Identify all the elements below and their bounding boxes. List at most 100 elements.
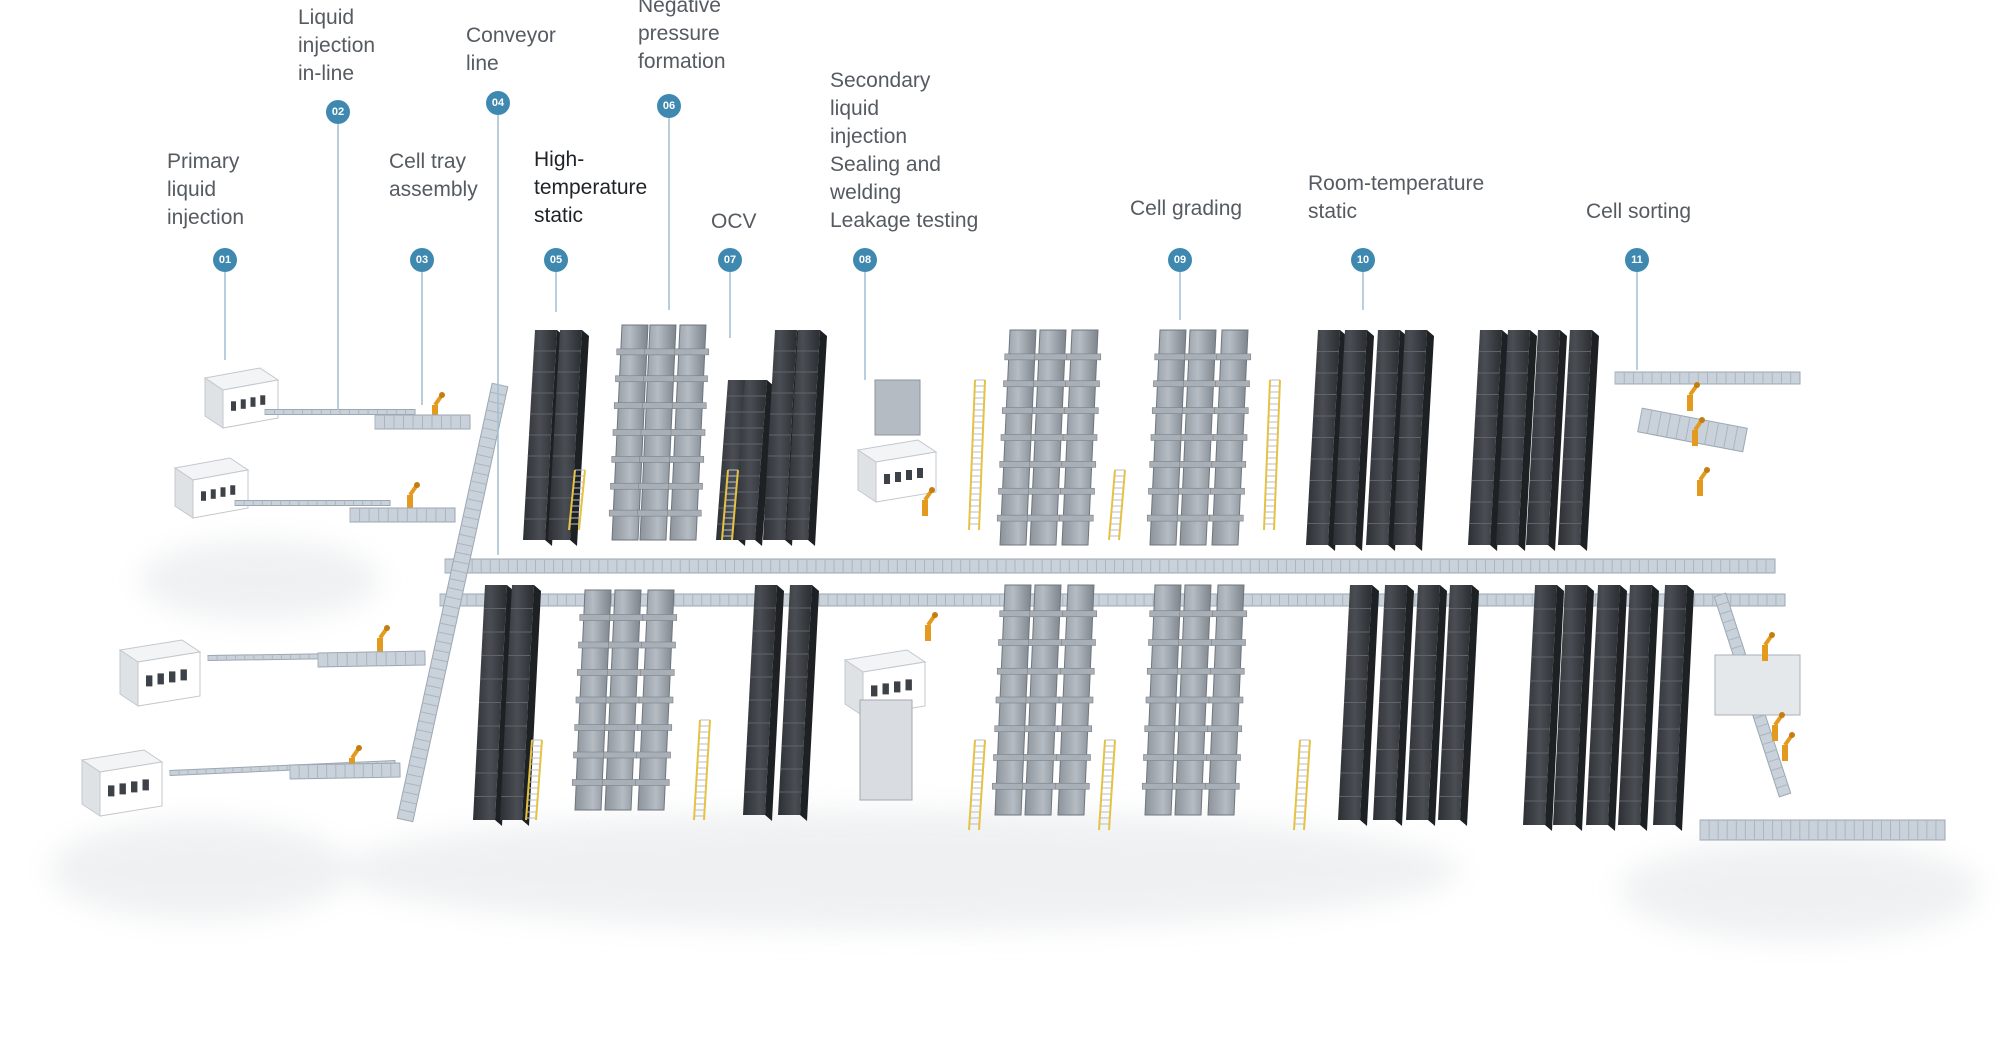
stack-tier <box>669 456 705 463</box>
conveyor-roller <box>466 498 483 503</box>
stack-tier <box>638 482 673 490</box>
stack-tier <box>1173 754 1208 761</box>
stack-tier <box>1213 407 1249 414</box>
conveyor-roller <box>472 471 489 476</box>
robot-arm <box>1687 395 1693 411</box>
machine-window <box>157 673 164 685</box>
stack-tier <box>1059 667 1095 675</box>
stack-tier <box>1206 754 1241 761</box>
stack-tier <box>608 641 643 649</box>
stack-tier <box>579 614 615 621</box>
stack-tier <box>1062 434 1098 441</box>
stack-tier <box>1004 353 1040 361</box>
conveyor-roller <box>462 515 479 521</box>
stack-tier <box>1001 407 1037 414</box>
stair-rail <box>1303 739 1311 831</box>
stack-tier <box>1061 639 1096 646</box>
conveyor-roller <box>410 755 427 761</box>
stack-tier <box>641 641 676 649</box>
conveyor-roller <box>406 773 423 778</box>
robot-joint <box>439 392 445 398</box>
conveyor-roller <box>433 649 450 654</box>
station-number-badge: 02 <box>326 100 350 124</box>
stack-tier <box>574 724 610 731</box>
conveyor-roller <box>1704 420 1710 445</box>
station-number-badge: 04 <box>486 91 510 115</box>
stack-tier <box>1178 639 1213 646</box>
robot-joint <box>932 612 938 618</box>
conveyor-roller <box>1753 714 1766 720</box>
stack-tier <box>671 402 707 409</box>
stack-tier <box>637 724 673 731</box>
conveyor-roller <box>400 800 417 805</box>
stack-tier <box>996 514 1032 522</box>
tray-assembly <box>317 650 426 668</box>
robot-arm <box>407 495 413 511</box>
ocv-rack-side <box>808 330 827 546</box>
robot-joint <box>356 745 362 751</box>
station-label-line: in-line <box>298 62 355 85</box>
stack-tier <box>1150 434 1186 441</box>
conveyor-roller <box>428 675 444 681</box>
stack-tier <box>1148 487 1183 495</box>
station-label-line: injection <box>167 206 245 229</box>
static-rack-side <box>1580 330 1599 551</box>
stack-tier <box>1003 380 1038 388</box>
stack-tier <box>995 696 1031 704</box>
stack-tier <box>1211 639 1246 646</box>
robot-joint <box>1789 732 1795 738</box>
stack-tier <box>1026 514 1062 522</box>
station-number-badge: 10 <box>1351 248 1375 272</box>
conveyor-roller <box>1675 415 1681 440</box>
stack-tier <box>1204 782 1240 790</box>
stack-tier <box>993 754 1028 761</box>
robot-joint <box>384 625 390 631</box>
stair-rail <box>1118 469 1126 541</box>
machine-window <box>169 671 176 683</box>
station-number-badge: 03 <box>410 248 434 272</box>
station-label-line: line <box>466 52 499 75</box>
stair <box>525 739 533 821</box>
conveyor-roller <box>404 782 421 787</box>
machine-window <box>131 781 138 793</box>
machine-window <box>142 779 149 791</box>
stack-tier <box>634 779 670 786</box>
conveyor-roller <box>402 791 419 796</box>
room-temp-rack-side <box>1395 585 1414 826</box>
stair <box>1293 739 1301 831</box>
stack-tier <box>609 614 645 621</box>
conveyor-roller <box>422 702 439 707</box>
stack-tier <box>1062 610 1098 618</box>
machine-window <box>108 785 115 797</box>
station-label-line: Conveyor <box>466 24 556 47</box>
stack-tier <box>1208 696 1244 704</box>
stack-tier <box>605 696 641 704</box>
stack-tier <box>636 751 671 759</box>
feed-line <box>234 500 391 506</box>
conveyor-roller <box>468 489 485 494</box>
conveyor-roller <box>451 569 468 574</box>
stack-tier <box>1148 639 1183 646</box>
robot-arm <box>377 638 383 654</box>
ocv-rack-side <box>765 585 784 821</box>
stack-tier <box>1146 667 1182 675</box>
robot-joint <box>1694 382 1700 388</box>
sorting-cell <box>1714 654 1801 716</box>
stack-tier <box>640 429 676 436</box>
stack-tier <box>1212 434 1248 441</box>
conveyor-roller <box>441 613 458 619</box>
stack-tier <box>603 751 638 759</box>
machine-window <box>201 491 206 501</box>
machine-window <box>905 679 912 691</box>
conveyor-roller <box>1759 731 1772 737</box>
stack-tier <box>571 779 607 786</box>
stack-tier <box>643 375 678 383</box>
conveyor-roller <box>1770 766 1783 772</box>
static-rack-side <box>1675 585 1694 831</box>
robot-joint <box>1779 712 1785 718</box>
stack-tier <box>1176 514 1212 522</box>
